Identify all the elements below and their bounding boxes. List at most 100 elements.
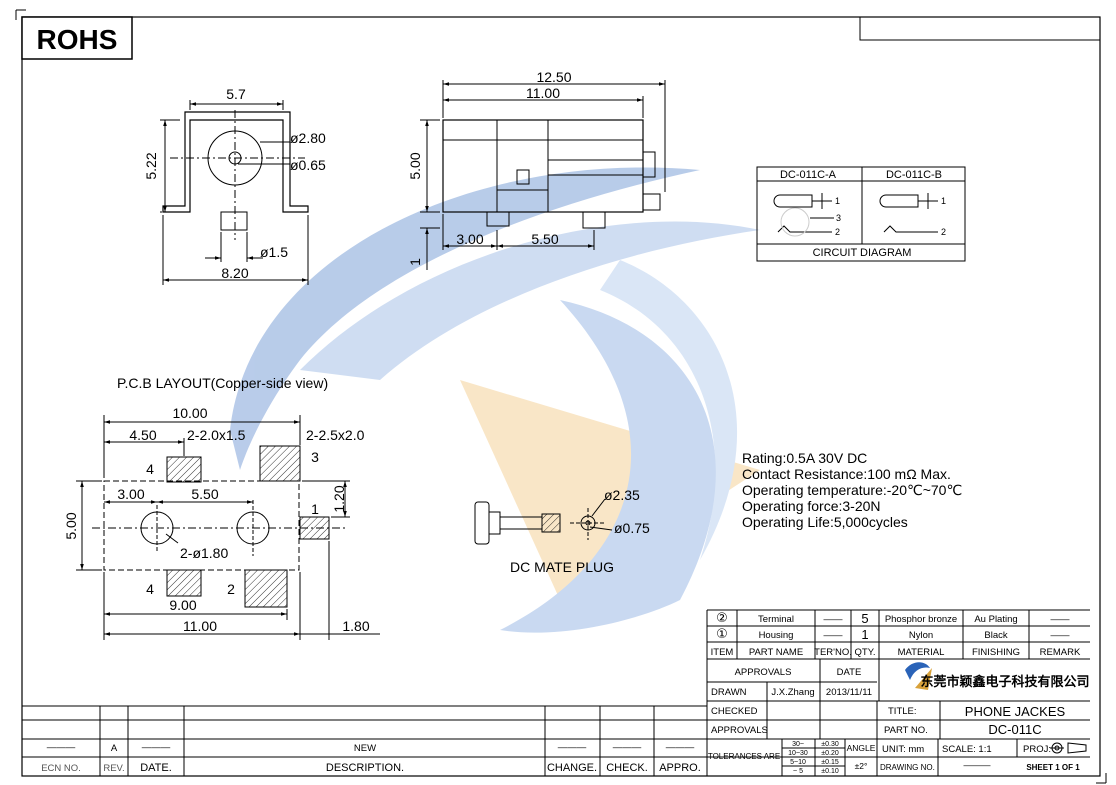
spec-line: Operating temperature:-20℃~70℃ <box>742 482 962 498</box>
bom-material: Phosphor bronze <box>885 614 957 625</box>
spec-line: Rating:0.5A 30V DC <box>742 450 867 466</box>
description-label: DESCRIPTION. <box>326 762 404 774</box>
bom-header-material: MATERIAL <box>898 647 945 658</box>
title-block-grid <box>22 609 1090 776</box>
pcb-dim: 1.20 <box>331 485 347 512</box>
circuit-pin: 2 <box>941 227 946 237</box>
bom-qty: 5 <box>861 611 868 626</box>
circuit-pin: 1 <box>941 196 946 206</box>
revision-dash: ——— <box>558 742 587 753</box>
drawn-date: 2013/11/11 <box>826 687 872 698</box>
unit: UNIT: mm <box>882 744 924 755</box>
pcb-dim: 5.00 <box>63 512 79 539</box>
ecn-label: ECN NO. <box>41 763 81 774</box>
company-logo <box>905 662 932 690</box>
circuit-b-label: DC-011C-B <box>886 169 942 181</box>
pcb-dim: 4.50 <box>129 427 156 443</box>
date-column-label: DATE. <box>140 762 172 774</box>
circuit-pin: 1 <box>835 196 840 206</box>
dim-width: 5.7 <box>226 86 246 102</box>
revision-value: A <box>111 743 118 754</box>
pcb-dim: 5.50 <box>191 486 218 502</box>
bom-header-part: PART NAME <box>749 647 803 658</box>
dim-diameter-inner: ø0.65 <box>290 157 326 173</box>
tolerance-range: 10~30 <box>788 750 808 757</box>
drawn-by: J.X.Zhang <box>771 687 814 698</box>
bom-header-remark: REMARK <box>1040 647 1081 658</box>
bom-part: Housing <box>759 630 794 641</box>
spec-line: Operating Life:5,000cycles <box>742 514 908 530</box>
plug-title: DC MATE PLUG <box>510 559 614 575</box>
dim-lead: 1 <box>407 258 423 266</box>
sheet: SHEET 1 OF 1 <box>1026 763 1080 772</box>
projection-icon <box>1050 742 1087 754</box>
date-label: DATE <box>837 667 862 678</box>
rohs-label: ROHS <box>37 24 118 55</box>
tolerances: TOLERANCES ARE 30~ 10~30 5~10 ~ 5 ±0.30 … <box>708 741 876 775</box>
revision-description: NEW <box>354 743 376 754</box>
title-label: TITLE: <box>888 706 917 717</box>
tolerance-value: ±0.10 <box>821 768 839 775</box>
spec-line: Contact Resistance:100 mΩ Max. <box>742 466 951 482</box>
tolerance-range: ~ 5 <box>793 768 803 775</box>
dim-pin-diameter: ø1.5 <box>260 244 288 260</box>
pcb-dim: 9.00 <box>169 597 196 613</box>
circuit-title: CIRCUIT DIAGRAM <box>813 247 912 259</box>
bom-item: ② <box>716 610 728 625</box>
bom-finish: Au Plating <box>974 614 1017 625</box>
dim-diameter-outer: ø2.80 <box>290 130 326 146</box>
approvals-label: APPROVALS <box>735 667 792 678</box>
bom-finish: Black <box>984 630 1007 641</box>
drawing-no-label: DRAWING NO. <box>880 763 935 772</box>
plug-outer-diameter: ø2.35 <box>604 487 640 503</box>
pcb-dim: 1.80 <box>342 618 369 634</box>
tolerance-value: ±0.20 <box>821 750 839 757</box>
bom-remark: —— <box>1051 630 1071 641</box>
tolerance-range: 5~10 <box>790 759 806 766</box>
bom-header-ter: TER'NO. <box>814 647 852 658</box>
spec-line: Operating force:3-20N <box>742 498 881 514</box>
pcb-dim: 3.00 <box>117 486 144 502</box>
revision-block: ——— A ——— NEW ——— ——— ——— ECN NO. REV. D… <box>41 742 701 774</box>
bom-header-item: ITEM <box>711 647 734 658</box>
circuit-pin: 2 <box>835 227 840 237</box>
pcb-dim: 10.00 <box>172 405 207 421</box>
approvals-row-label: APPROVALS <box>711 725 768 736</box>
revision-dash: ——— <box>666 742 695 753</box>
drawing-title: PHONE JACKES <box>965 704 1066 719</box>
rev-label: REV. <box>103 763 124 774</box>
top-view <box>160 100 309 285</box>
pad-number: 3 <box>311 449 319 465</box>
appro-label: APPRO. <box>659 762 701 774</box>
revision-dash: ——— <box>47 742 76 753</box>
drawn-label: DRAWN <box>711 687 747 698</box>
circuit-pin: 3 <box>836 213 841 223</box>
tolerance-value: ±0.15 <box>821 759 839 766</box>
projection-label: PROJ: <box>1023 744 1051 755</box>
rohs-badge: ROHS <box>21 16 133 60</box>
approvals-block: APPROVALS DATE DRAWN J.X.Zhang 2013/11/1… <box>711 667 872 736</box>
checked-label: CHECKED <box>711 706 758 717</box>
drawing-no-value: ——— <box>964 760 991 770</box>
company-name: 东莞市颖鑫电子科技有限公司 <box>920 674 1089 689</box>
angle-value: ±2° <box>855 761 868 771</box>
tolerance-range: 30~ <box>792 741 804 748</box>
dim-side-height: 5.00 <box>407 152 423 179</box>
border-frame <box>21 16 1101 777</box>
spec-list: Rating:0.5A 30V DC Contact Resistance:10… <box>742 450 962 530</box>
dc-mate-plug <box>474 498 613 545</box>
scale: SCALE: 1:1 <box>942 744 992 755</box>
circuit-diagram <box>756 166 966 262</box>
pad-number: 4 <box>146 581 154 597</box>
part-no-label: PART NO. <box>884 725 928 736</box>
bom-header-qty: QTY. <box>855 647 876 658</box>
dim-base-width: 8.20 <box>221 265 248 281</box>
tolerance-value: ±0.30 <box>821 741 839 748</box>
bom-material: Nylon <box>909 630 933 641</box>
revision-dash: ——— <box>613 742 642 753</box>
pad-number: 1 <box>311 501 319 517</box>
dim-pitch-1: 3.00 <box>456 231 483 247</box>
circuit-a-label: DC-011C-A <box>780 169 837 181</box>
pcb-dim: 2-2.5x2.0 <box>306 427 365 443</box>
